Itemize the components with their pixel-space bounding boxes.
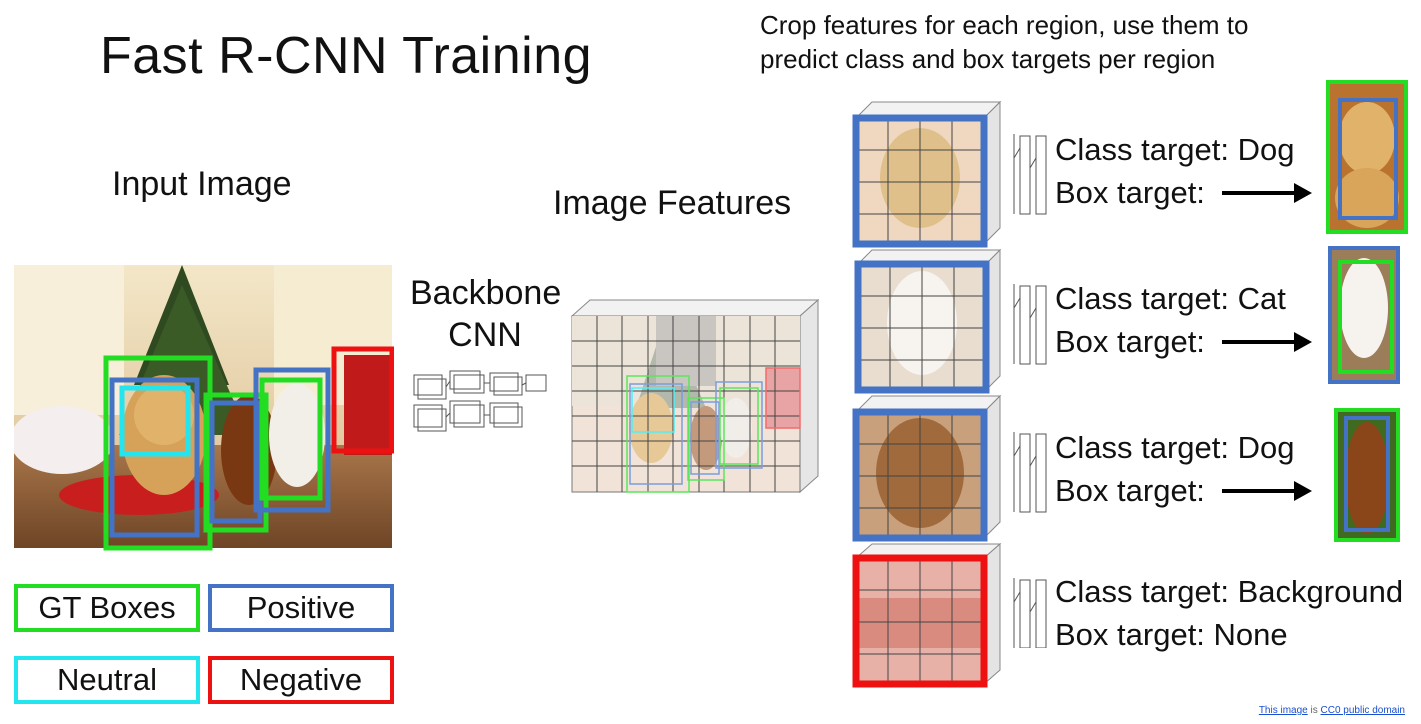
crop-3-box-target: Box target: xyxy=(1055,473,1205,508)
crop-2-text: Class target: Cat Box target: xyxy=(1055,277,1286,363)
box-target-crops xyxy=(1326,80,1408,542)
target-crop-dog-1 xyxy=(1326,80,1408,234)
legend-gt-boxes: GT Boxes xyxy=(14,584,200,632)
target-crop-cat xyxy=(1328,246,1400,384)
crop-feature-column xyxy=(852,100,1002,688)
arrow-3-line xyxy=(1222,489,1296,493)
slide-subtitle: Crop features for each region, use them … xyxy=(760,8,1320,76)
positive-box-cat xyxy=(253,367,331,513)
crop-feature-4 xyxy=(852,542,1002,688)
legend-positive: Positive xyxy=(208,584,394,632)
image-link[interactable]: This image xyxy=(1258,705,1308,716)
arrow-2-head xyxy=(1294,332,1312,352)
gt-box-cat xyxy=(259,377,323,501)
crop-3-text: Class target: Dog Box target: xyxy=(1055,426,1295,512)
gt-box-dog-2 xyxy=(203,392,269,533)
image-features-block xyxy=(570,298,820,494)
image-features-label: Image Features xyxy=(553,184,792,222)
crop-1-class-target: Class target: Dog xyxy=(1055,132,1295,167)
legend-negative: Negative xyxy=(208,656,394,704)
arrow-3-head xyxy=(1294,481,1312,501)
head-network-sketches xyxy=(1013,134,1047,648)
backbone-line-2: CNN xyxy=(448,316,522,354)
crop-feature-2 xyxy=(854,248,1002,394)
image-credit: This image is CC0 public domain xyxy=(1259,705,1405,716)
crop-1-box-target: Box target: xyxy=(1055,175,1205,210)
crop-4-box-target: Box target: None xyxy=(1055,617,1288,652)
target-crop-dog-2 xyxy=(1334,408,1400,542)
crop-3-class-target: Class target: Dog xyxy=(1055,430,1295,465)
crop-1-text: Class target: Dog Box target: xyxy=(1055,128,1295,214)
backbone-line-1: Backbone xyxy=(410,274,562,312)
backbone-cnn-diagram xyxy=(413,370,547,432)
slide-title: Fast R-CNN Training xyxy=(100,27,593,85)
negative-box xyxy=(331,346,394,454)
subtitle-line-1: Crop features for each region, use them … xyxy=(760,10,1249,40)
crop-2-box-target: Box target: xyxy=(1055,324,1205,359)
backbone-cnn-label: Backbone CNN xyxy=(410,272,562,356)
subtitle-line-2: predict class and box targets per region xyxy=(760,44,1216,74)
credit-separator: is xyxy=(1307,705,1321,716)
crop-feature-1 xyxy=(852,100,1002,248)
neutral-box xyxy=(119,385,191,457)
crop-4-text: Class target: Background Box target: Non… xyxy=(1055,570,1403,656)
arrow-1-line xyxy=(1222,191,1296,195)
license-link[interactable]: CC0 public domain xyxy=(1320,705,1406,716)
crop-feature-3 xyxy=(852,394,1002,542)
crop-2-class-target: Class target: Cat xyxy=(1055,281,1286,316)
input-image xyxy=(14,265,394,551)
arrow-1-head xyxy=(1294,183,1312,203)
input-image-label: Input Image xyxy=(112,165,292,203)
crop-4-class-target: Class target: Background xyxy=(1055,574,1404,609)
legend-neutral: Neutral xyxy=(14,656,200,704)
arrow-2-line xyxy=(1222,340,1296,344)
positive-box-dog-1 xyxy=(109,377,200,538)
